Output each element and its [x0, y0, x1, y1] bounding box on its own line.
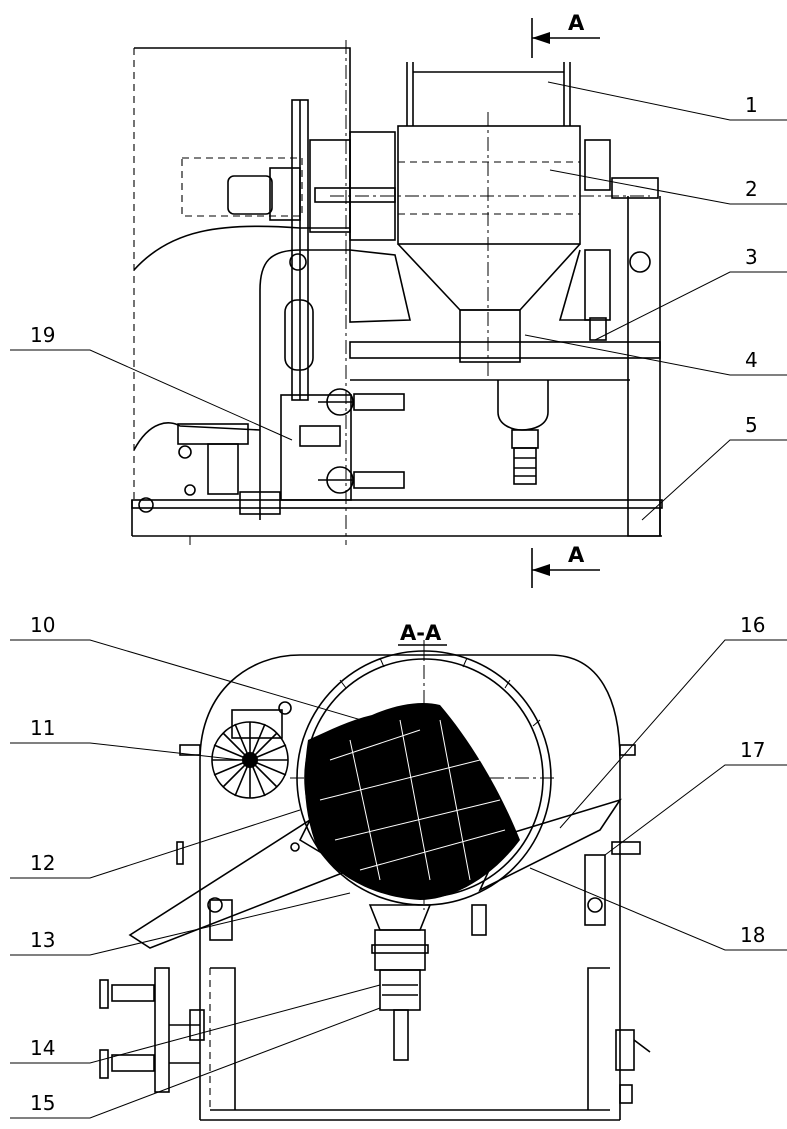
callout-12: 12 [30, 851, 55, 875]
material-charge [304, 703, 520, 900]
callout-19: 19 [30, 323, 55, 347]
section-view-a-a [99, 640, 651, 1121]
callout-15: 15 [30, 1091, 55, 1115]
section-label-top: A [568, 11, 585, 35]
section-arrow-bottom: A [531, 543, 600, 588]
callout-numbers: 1 2 3 4 5 19 10 11 12 13 14 15 16 17 18 [30, 93, 765, 1115]
motor-hidden-outline [181, 157, 303, 217]
callout-13: 13 [30, 928, 55, 952]
section-label-bottom: A [568, 543, 585, 567]
callout-1: 1 [745, 93, 758, 117]
discharge-valve [497, 380, 549, 431]
callout-4: 4 [745, 348, 758, 372]
section-view-title: A-A [400, 621, 442, 645]
drum-body [397, 125, 581, 245]
outlet-chute [128, 817, 352, 949]
inlet-chute [478, 798, 622, 892]
callout-10: 10 [30, 613, 55, 637]
side-elevation-view [131, 40, 663, 545]
callout-3: 3 [745, 245, 758, 269]
outer-casing [199, 654, 621, 1120]
callout-11: 11 [30, 716, 55, 740]
discharge-valve-section [379, 969, 421, 1011]
callout-16: 16 [740, 613, 765, 637]
callout-14: 14 [30, 1036, 55, 1060]
callout-17: 17 [740, 738, 765, 762]
callout-leaders [10, 81, 787, 1119]
discharge-hopper [397, 243, 581, 311]
section-arrow-top: A [531, 11, 600, 58]
callout-18: 18 [740, 923, 765, 947]
left-housing [134, 47, 351, 520]
callout-5: 5 [745, 413, 758, 437]
callout-2: 2 [745, 177, 758, 201]
